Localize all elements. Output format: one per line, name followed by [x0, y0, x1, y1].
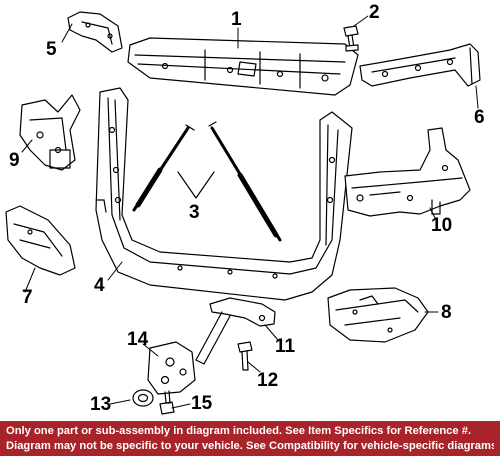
- bolt-part-2: [343, 25, 359, 52]
- callout-8: 8: [441, 302, 452, 323]
- shield-part-8: [327, 287, 429, 343]
- callout-1: 1: [231, 9, 242, 30]
- callout-12: 12: [257, 370, 279, 391]
- latch-support-part-11: [195, 297, 276, 365]
- callout-5: 5: [46, 39, 57, 60]
- callout-10: 10: [431, 215, 453, 236]
- callout-11: 11: [275, 336, 296, 357]
- hood-struts-part-3: [132, 121, 282, 242]
- callout-15: 15: [191, 393, 213, 414]
- rail-part-10: [344, 127, 471, 217]
- callout-14: 14: [127, 329, 149, 350]
- shield-part-7: [5, 205, 76, 276]
- callout-9: 9: [9, 150, 20, 171]
- callout-3: 3: [189, 202, 200, 223]
- disclaimer-line-2: Diagram may not be specific to your vehi…: [6, 440, 494, 452]
- leader-3: [177, 171, 215, 199]
- latch-bracket-part-14: [147, 341, 196, 395]
- callout-4: 4: [94, 275, 105, 296]
- disclaimer-banner: Only one part or sub-assembly in diagram…: [0, 421, 500, 456]
- mount-part-9: [19, 94, 81, 171]
- bracket-part-5: [67, 11, 123, 53]
- callout-6: 6: [474, 107, 485, 128]
- disclaimer-line-1: Only one part or sub-assembly in diagram…: [6, 425, 472, 437]
- radiator-frame-part-4: [95, 87, 353, 301]
- upper-crossmember-part: [127, 37, 359, 96]
- bracket-part-6: [359, 43, 481, 87]
- callout-2: 2: [369, 2, 380, 23]
- callout-13: 13: [90, 394, 112, 415]
- callout-7: 7: [22, 287, 33, 308]
- bolt-part-12: [237, 341, 253, 371]
- leader-lines: [21, 15, 479, 409]
- nut-part-13: [132, 389, 154, 407]
- bolt-part-15: [159, 390, 175, 415]
